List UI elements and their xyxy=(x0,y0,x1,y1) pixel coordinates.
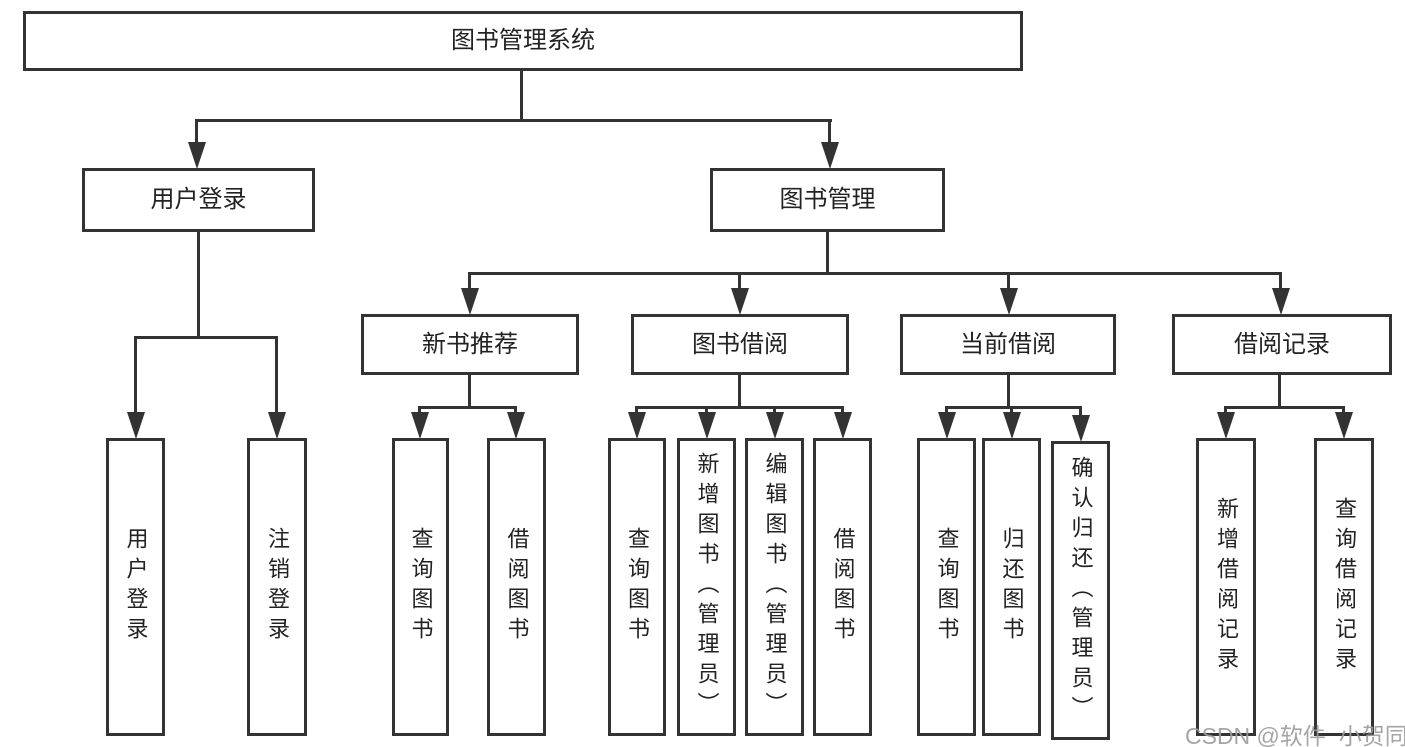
connector-section-bar xyxy=(636,406,843,409)
arrow-down-icon xyxy=(187,119,206,169)
leaf-query-books-current: 查询图书 xyxy=(917,438,976,736)
connector-section-stem xyxy=(738,375,741,406)
leaf-label: 用户登录 xyxy=(123,527,149,647)
node-library-management-system: 图书管理系统 xyxy=(23,11,1023,71)
leaf-label: 新增图书（管理员） xyxy=(694,452,720,722)
arrow-down-icon xyxy=(1334,406,1353,439)
arrow-down-icon xyxy=(1002,406,1021,439)
arrow-down-icon xyxy=(460,272,479,315)
node-label: 用户登录 xyxy=(150,186,247,213)
leaf-label: 查询借阅记录 xyxy=(1332,497,1357,677)
arrow-down-icon xyxy=(1216,406,1235,439)
leaf-add-book-admin: 新增图书（管理员） xyxy=(677,438,736,736)
node-label: 图书管理系统 xyxy=(451,27,595,54)
connector-section-stem xyxy=(1007,375,1010,406)
arrow-down-icon xyxy=(999,272,1018,315)
arrow-down-icon xyxy=(1271,272,1290,315)
leaf-user-login: 用户登录 xyxy=(106,438,165,736)
arrow-down-icon xyxy=(820,119,839,169)
connector-book-management-bar xyxy=(469,272,1282,275)
leaf-label: 查询图书 xyxy=(408,527,434,647)
leaf-label: 新增借阅记录 xyxy=(1214,497,1239,677)
arrow-down-icon xyxy=(730,272,749,315)
node-label: 新书推荐 xyxy=(422,330,518,358)
connector-section-stem xyxy=(468,375,471,406)
node-user-login: 用户登录 xyxy=(82,168,315,232)
leaf-edit-book-admin: 编辑图书（管理员） xyxy=(745,438,804,736)
connector-user-login-stem xyxy=(197,232,200,336)
leaf-confirm-return-admin: 确认归还（管理员） xyxy=(1051,441,1110,740)
arrow-down-icon xyxy=(627,406,646,439)
leaf-label: 借阅图书 xyxy=(504,527,530,647)
leaf-query-books-recommend: 查询图书 xyxy=(392,438,449,736)
connector-section-bar xyxy=(1224,406,1344,409)
leaf-return-books: 归还图书 xyxy=(982,438,1041,736)
arrow-down-icon xyxy=(126,336,145,439)
arrow-down-icon xyxy=(267,336,286,439)
leaf-label: 确认归还（管理员） xyxy=(1068,455,1094,726)
leaf-label: 归还图书 xyxy=(999,527,1025,647)
leaf-logout: 注销登录 xyxy=(247,438,307,736)
leaf-query-books-borrowing: 查询图书 xyxy=(608,438,666,736)
connector-root-bar xyxy=(196,119,832,122)
arrow-down-icon xyxy=(410,406,429,439)
node-label: 当前借阅 xyxy=(960,330,1056,358)
connector-user-login-bar xyxy=(134,336,278,339)
node-label: 图书管理 xyxy=(779,186,876,213)
connector-root-stem xyxy=(520,71,523,119)
arrow-down-icon xyxy=(506,406,525,439)
connector-book-management-stem xyxy=(826,232,829,272)
node-borrowing-records: 借阅记录 xyxy=(1172,314,1392,375)
node-book-management: 图书管理 xyxy=(710,168,945,232)
leaf-label: 注销登录 xyxy=(265,527,290,647)
node-book-borrowing: 图书借阅 xyxy=(631,314,849,375)
csdn-watermark: CSDN @软件_小贺同学 xyxy=(1185,723,1405,747)
arrow-down-icon xyxy=(833,406,852,439)
arrow-down-icon xyxy=(937,406,956,439)
connector-section-bar xyxy=(945,406,1081,409)
leaf-label: 查询图书 xyxy=(934,527,960,647)
arrow-down-icon xyxy=(765,406,784,439)
node-current-borrowing: 当前借阅 xyxy=(900,314,1116,375)
arrow-down-icon xyxy=(1071,406,1090,442)
leaf-label: 借阅图书 xyxy=(830,527,856,647)
leaf-borrow-books-recommend: 借阅图书 xyxy=(487,438,546,736)
leaf-query-borrowing-record: 查询借阅记录 xyxy=(1314,438,1374,736)
node-label: 图书借阅 xyxy=(692,330,788,358)
connector-section-stem xyxy=(1278,375,1281,406)
arrow-down-icon xyxy=(697,406,716,439)
connector-section-bar xyxy=(418,406,517,409)
node-new-book-recommendation: 新书推荐 xyxy=(361,314,579,375)
node-label: 借阅记录 xyxy=(1234,330,1330,358)
leaf-label: 编辑图书（管理员） xyxy=(762,452,788,722)
leaf-label: 查询图书 xyxy=(625,527,650,647)
leaf-add-borrowing-record: 新增借阅记录 xyxy=(1196,438,1256,736)
leaf-borrow-books-borrowing: 借阅图书 xyxy=(813,438,872,736)
